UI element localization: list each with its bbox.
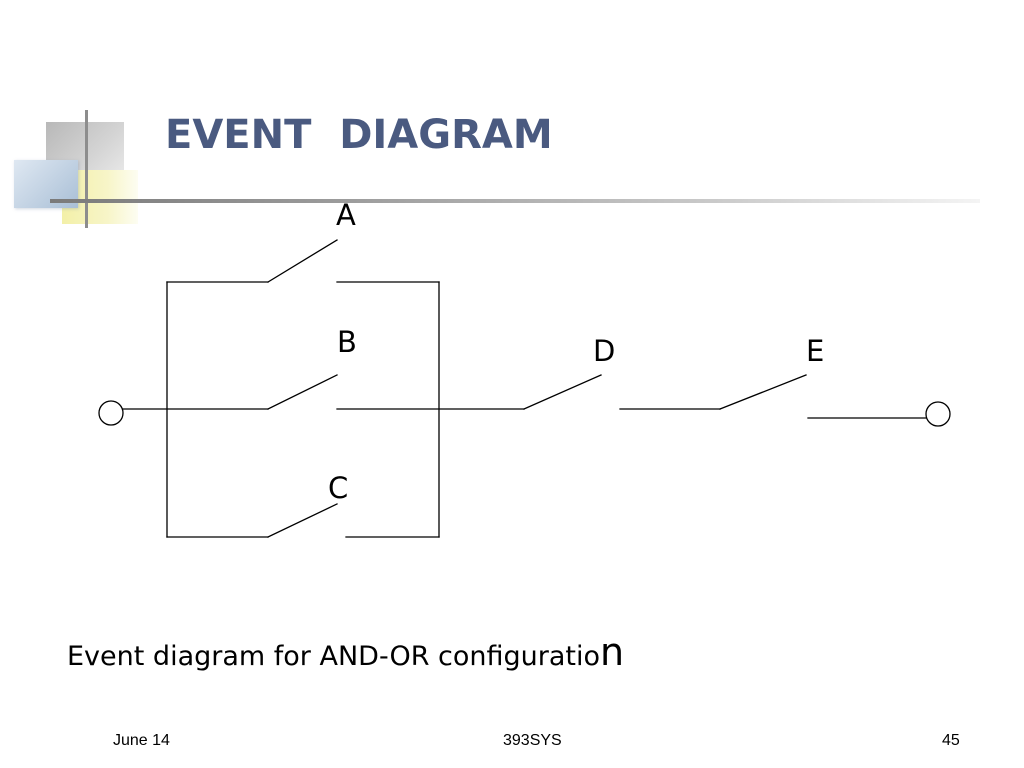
label-c: C [328, 471, 348, 505]
switch-b-blade [267, 374, 338, 410]
footer-course: 393SYS [503, 732, 562, 749]
switch-a-blade [267, 239, 338, 283]
caption-final-letter: n [600, 630, 625, 674]
caption-text: Event diagram for AND-OR configuratio [67, 641, 601, 672]
slide-title: EVENT DIAGRAM [165, 112, 553, 158]
diagram-caption: Event diagram for AND-OR configuration [67, 630, 624, 674]
footer-date: June 14 [113, 732, 170, 749]
label-e: E [806, 334, 824, 368]
switch-d-blade [523, 374, 602, 410]
label-a: A [336, 198, 356, 232]
label-b: B [337, 325, 357, 359]
switch-e-blade [719, 374, 807, 410]
output-terminal [925, 401, 951, 427]
label-d: D [593, 334, 615, 368]
input-terminal [98, 400, 124, 426]
footer-page-number: 45 [942, 732, 960, 749]
switch-c-blade [267, 503, 338, 538]
